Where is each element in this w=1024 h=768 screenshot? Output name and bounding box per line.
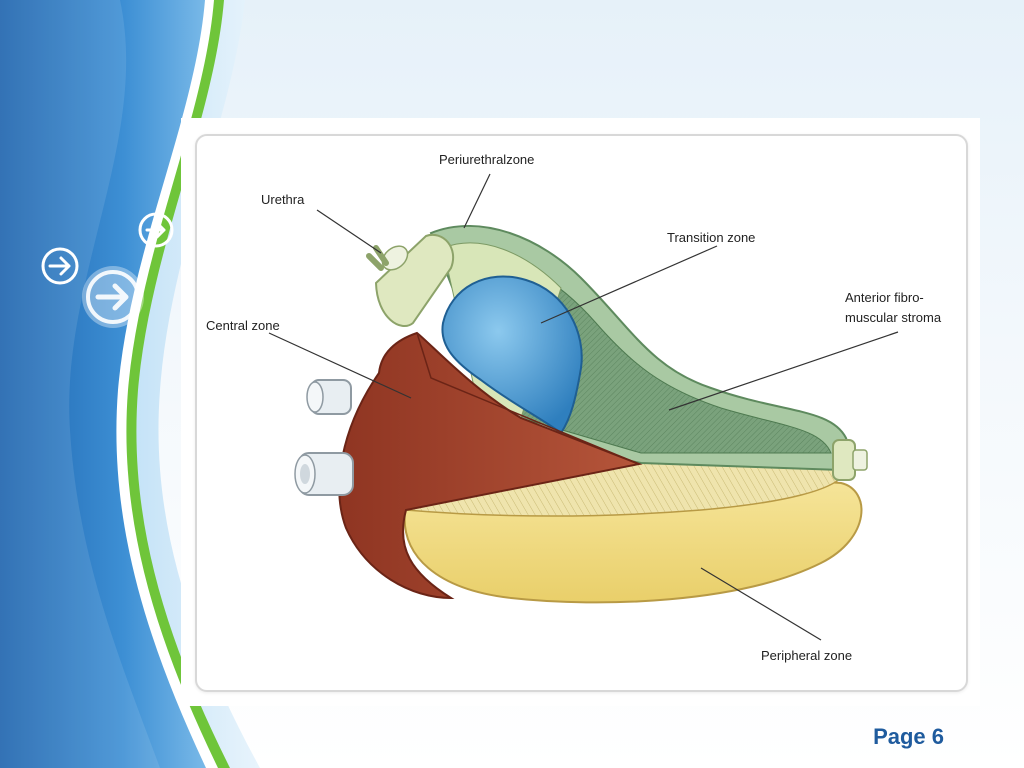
arrow-right-icon <box>41 247 79 285</box>
label-central-zone: Central zone <box>206 318 280 333</box>
label-transition-zone: Transition zone <box>667 230 755 245</box>
label-urethra: Urethra <box>261 192 305 207</box>
leader-central <box>268 332 412 399</box>
page-number: Page 6 <box>873 724 944 749</box>
diagram-figure: Periurethralzone Urethra Transition zone… <box>181 118 980 706</box>
leader-periurethral <box>463 173 491 229</box>
arrow-right-icon <box>138 212 174 248</box>
urethra-tube <box>374 233 454 328</box>
label-periurethral-zone: Periurethralzone <box>439 152 534 167</box>
transition-zone-shape <box>441 275 583 435</box>
leader-urethra <box>316 209 382 254</box>
prostate-zones-diagram: Periurethralzone Urethra Transition zone… <box>206 152 942 663</box>
label-peripheral-zone: Peripheral zone <box>761 648 852 663</box>
leader-transition <box>540 245 718 324</box>
arrow-right-icon <box>82 266 144 328</box>
leader-stroma <box>668 331 899 411</box>
cut-face <box>405 462 847 517</box>
label-anterior-stroma-line2: muscular stroma <box>845 310 942 325</box>
leader-peripheral <box>700 567 822 641</box>
label-anterior-stroma-line1: Anterior fibro- <box>845 290 924 305</box>
